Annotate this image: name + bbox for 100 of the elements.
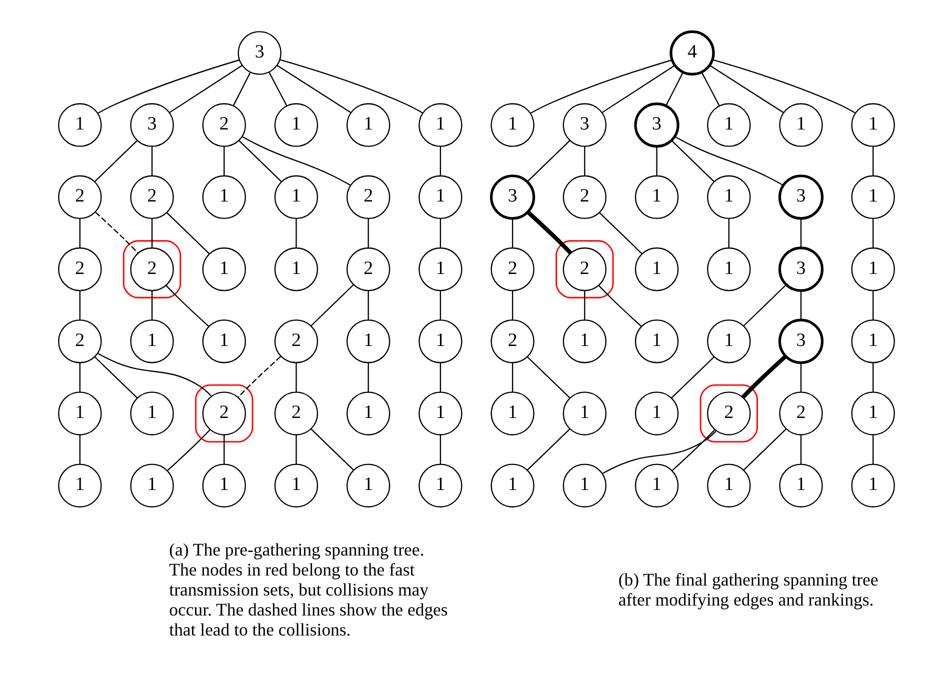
connector — [78, 218, 80, 248]
connector — [742, 284, 786, 326]
node-circle: 2 — [490, 320, 534, 364]
connector — [150, 218, 152, 248]
node-circle: 2 — [490, 247, 534, 292]
connector — [367, 362, 368, 392]
node-circle: 1 — [850, 464, 894, 508]
node-circle: 1 — [274, 464, 318, 508]
node-circle: 3 — [489, 174, 535, 220]
connector — [728, 218, 729, 248]
connector — [872, 362, 874, 392]
node-circle: 1 — [418, 103, 462, 147]
connector — [367, 290, 368, 320]
node-circle: 2 — [58, 320, 102, 364]
connector — [742, 428, 786, 470]
node-circle: 3 — [778, 318, 824, 364]
node-circle: 1 — [274, 247, 318, 292]
connector — [310, 428, 354, 470]
node-circle: 1 — [562, 392, 606, 436]
connector — [800, 218, 802, 248]
cluster — [699, 384, 758, 443]
node-circle: 2 — [562, 247, 606, 292]
node-circle: 1 — [418, 247, 462, 292]
node-circle: 2 — [58, 175, 102, 220]
connector — [94, 212, 138, 254]
node-circle: 2 — [274, 392, 318, 436]
connector — [526, 140, 570, 182]
node-circle: 1 — [346, 320, 390, 364]
node-circle: 1 — [850, 103, 894, 147]
node-circle: 1 — [130, 392, 174, 436]
node-circle: 1 — [634, 392, 678, 436]
connector — [872, 218, 874, 248]
node-circle: 1 — [634, 175, 678, 220]
connector — [800, 362, 802, 392]
node-circle: 2 — [346, 175, 390, 220]
label: (b) The final gathering spanning tree after modifying edges and rankings. — [618, 569, 878, 610]
node-circle: 2 — [706, 392, 750, 436]
connector — [741, 354, 786, 399]
connector — [712, 59, 856, 114]
node-circle: 4 — [669, 30, 714, 76]
node-circle: 1 — [850, 392, 894, 436]
node-circle: 3 — [778, 246, 824, 292]
connector — [295, 218, 296, 248]
node-circle: 1 — [706, 247, 750, 292]
connector — [165, 285, 208, 327]
connector — [598, 212, 642, 254]
node-circle: 1 — [706, 464, 750, 508]
cluster — [122, 240, 181, 298]
connector — [232, 72, 250, 106]
connector — [800, 434, 802, 464]
connector — [94, 356, 138, 398]
connector — [94, 140, 137, 182]
connector — [670, 356, 714, 398]
connector — [367, 218, 368, 248]
connector — [872, 434, 874, 464]
node-circle: 2 — [274, 320, 318, 364]
connector — [237, 356, 281, 398]
connector — [674, 136, 783, 186]
connector — [439, 218, 441, 248]
connector — [511, 290, 513, 320]
connector — [598, 285, 642, 327]
node-circle: 1 — [634, 247, 678, 292]
node-circle: 1 — [778, 103, 822, 147]
connector — [241, 136, 350, 186]
connector — [310, 284, 354, 326]
node-circle: 3 — [634, 102, 679, 148]
connector — [439, 434, 441, 464]
node-circle: 3 — [562, 103, 606, 147]
node-circle: 1 — [58, 392, 102, 436]
node-circle: 3 — [130, 103, 174, 147]
node-circle: 2 — [562, 175, 606, 220]
connector — [150, 146, 152, 176]
node-circle: 3 — [778, 174, 824, 220]
connector — [584, 146, 585, 176]
connector — [872, 146, 874, 176]
label: (a) The pre-gathering spanning tree. The nodes in red belong to the fast transmission sets, but collisions may occur. The dashed lines show the edges that lead to the collisions. — [168, 539, 448, 640]
connector — [238, 140, 282, 182]
connector — [78, 434, 80, 464]
node-circle: 1 — [130, 320, 174, 364]
node-circle: 1 — [130, 464, 174, 508]
node-circle: 1 — [58, 103, 102, 147]
connector — [439, 290, 441, 320]
node-circle: 1 — [850, 247, 894, 292]
node-circle: 1 — [490, 464, 534, 508]
node-circle: 2 — [346, 247, 390, 292]
connector — [526, 356, 570, 398]
node-circle: 1 — [850, 175, 894, 220]
node-circle: 2 — [202, 392, 246, 436]
connector — [601, 65, 674, 114]
connector — [584, 290, 585, 320]
connector — [872, 290, 874, 320]
connector — [656, 146, 657, 176]
node-circle: 1 — [202, 175, 246, 220]
connector — [223, 434, 224, 464]
node-circle: 2 — [202, 103, 246, 147]
node-circle: 3 — [237, 31, 281, 75]
node-circle: 1 — [202, 464, 246, 508]
node-circle: 1 — [202, 247, 246, 292]
node-circle: 1 — [778, 464, 822, 508]
connector — [665, 72, 683, 106]
